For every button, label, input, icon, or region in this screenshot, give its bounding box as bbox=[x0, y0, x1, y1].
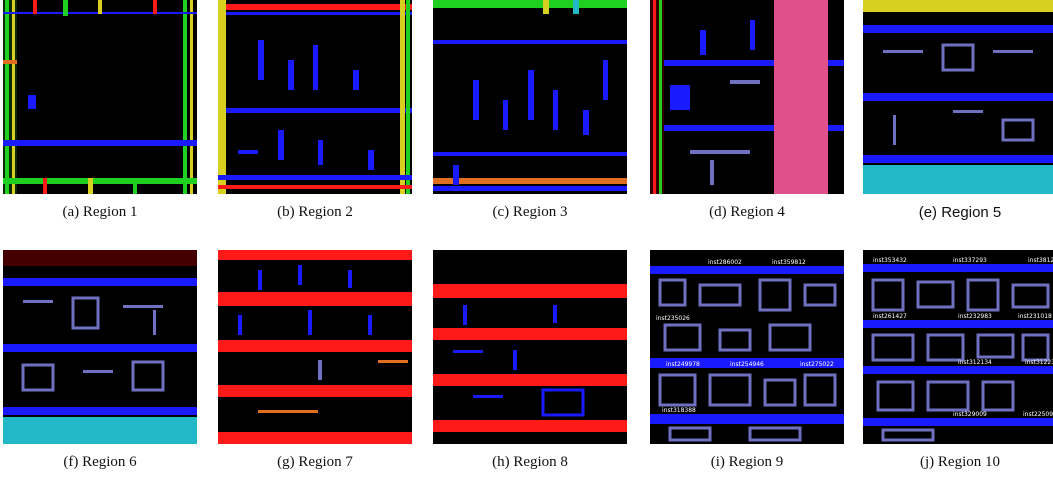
inst-label: inst286002 bbox=[708, 259, 742, 266]
inst-label: inst312134 bbox=[958, 359, 992, 366]
caption-region-6: (f) Region 6 bbox=[63, 454, 137, 470]
inst-label: inst261427 bbox=[873, 313, 907, 320]
region-8-image bbox=[433, 250, 627, 444]
inst-label: inst38125 bbox=[1028, 257, 1053, 264]
inst-label: inst318388 bbox=[662, 407, 696, 414]
region-5-image bbox=[863, 0, 1053, 194]
inst-label: inst329009 bbox=[953, 411, 987, 418]
inst-label: inst232983 bbox=[958, 313, 992, 320]
inst-label: inst353432 bbox=[873, 257, 907, 264]
inst-label: inst254946 bbox=[730, 361, 764, 368]
region-4-image bbox=[650, 0, 844, 194]
caption-region-2: (b) Region 2 bbox=[277, 204, 353, 220]
region-1-image bbox=[3, 0, 197, 194]
caption-region-5: (e) Region 5 bbox=[918, 204, 1002, 221]
region-10-image: inst353432 inst337293 inst38125 inst2614… bbox=[863, 250, 1053, 444]
caption-region-4: (d) Region 4 bbox=[709, 204, 785, 220]
region-7-image bbox=[218, 250, 412, 444]
region-9-image: inst286002 inst359812 inst235026 inst249… bbox=[650, 250, 844, 444]
inst-label: inst312239 bbox=[1025, 359, 1053, 366]
caption-region-9: (i) Region 9 bbox=[710, 454, 784, 470]
inst-label: inst275022 bbox=[800, 361, 834, 368]
caption-region-8: (h) Region 8 bbox=[492, 454, 568, 470]
inst-label: inst231018 bbox=[1018, 313, 1052, 320]
caption-region-1: (a) Region 1 bbox=[62, 204, 138, 220]
inst-label: inst235026 bbox=[656, 315, 690, 322]
inst-label: inst249978 bbox=[666, 361, 700, 368]
region-3-image bbox=[433, 0, 627, 194]
region-6-image bbox=[3, 250, 197, 444]
caption-region-7: (g) Region 7 bbox=[277, 454, 353, 470]
inst-label: inst225097 bbox=[1023, 411, 1053, 418]
caption-region-10: (j) Region 10 bbox=[920, 454, 1000, 470]
inst-label: inst359812 bbox=[772, 259, 806, 266]
inst-label: inst337293 bbox=[953, 257, 987, 264]
caption-region-3: (c) Region 3 bbox=[492, 204, 568, 220]
region-2-image bbox=[218, 0, 412, 194]
